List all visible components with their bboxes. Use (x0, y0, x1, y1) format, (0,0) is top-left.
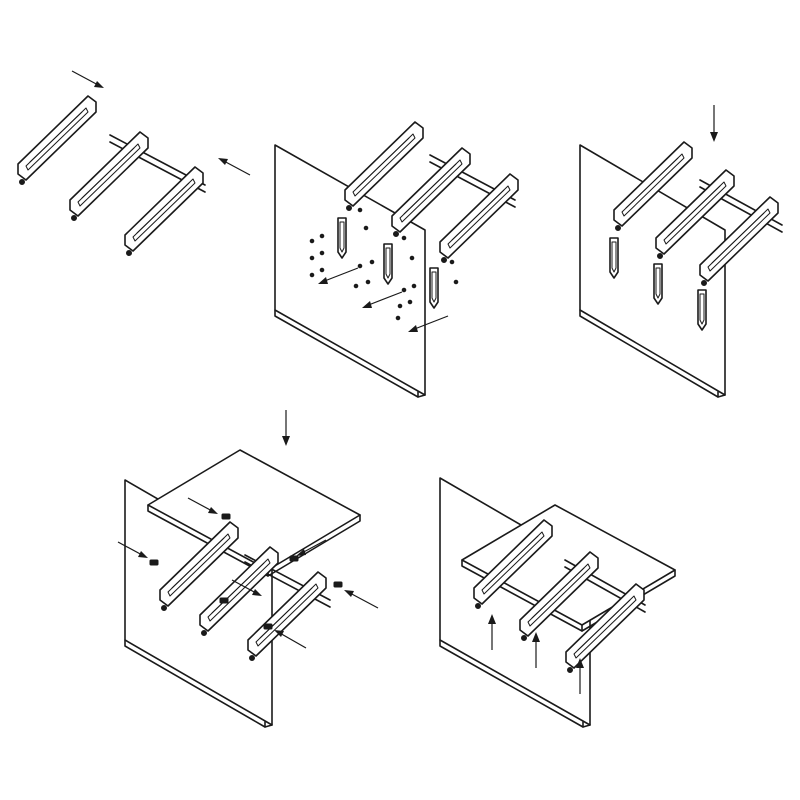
step-4-frame (117, 410, 379, 728)
step2-slot-1 (337, 217, 347, 259)
step1-arrow-right (218, 158, 251, 176)
step2-screws (309, 207, 459, 321)
step-5-frame (439, 477, 676, 728)
step2-slot-3 (429, 267, 439, 309)
step2-slot-2 (383, 243, 393, 285)
step4-screws (149, 513, 343, 630)
step1-bracket-3 (124, 166, 204, 257)
step5-arrows (488, 614, 584, 694)
step2-arrows (318, 267, 449, 332)
step-2-frame (274, 121, 519, 398)
step1-bracket-2 (69, 131, 149, 222)
step-3-frame (579, 105, 783, 398)
step3-arrow-down (710, 105, 718, 142)
step1-arrow-in (71, 70, 104, 88)
step4-arrows (117, 410, 379, 649)
step2-wall (274, 144, 426, 396)
step1-bracket-1 (17, 95, 97, 186)
step-1-frame (17, 70, 251, 257)
